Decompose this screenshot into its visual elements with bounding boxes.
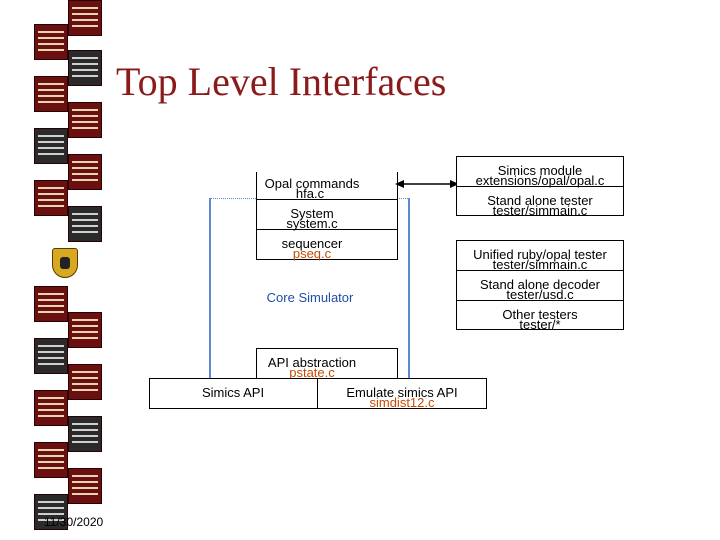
core-top-panel bbox=[256, 172, 398, 260]
other-testers-label: Other testers bbox=[502, 307, 578, 322]
simics-module-label: Simics module bbox=[497, 163, 583, 178]
simics-module-file: extensions/opal/opal.c bbox=[475, 173, 605, 188]
box-divider bbox=[456, 300, 624, 301]
system-file: system.c bbox=[286, 216, 338, 231]
frame-right-line bbox=[408, 198, 410, 378]
book-spine-icon bbox=[68, 154, 102, 190]
book-spine-icon bbox=[34, 24, 68, 60]
unified-tester-file: tester/simmain.c bbox=[492, 257, 588, 272]
core-divider bbox=[256, 199, 398, 200]
api-bar bbox=[149, 378, 487, 409]
book-spine-icon bbox=[68, 50, 102, 86]
unified-tester-label: Unified ruby/opal tester bbox=[473, 247, 607, 262]
frame-left-line bbox=[209, 198, 211, 378]
box-divider bbox=[456, 270, 624, 271]
book-spine-icon bbox=[68, 102, 102, 138]
api-bar-divider bbox=[317, 378, 318, 409]
stand-alone-decoder-file: tester/usd.c bbox=[506, 287, 574, 302]
core-simulator-label: Core Simulator bbox=[266, 290, 354, 305]
book-spine-icon bbox=[68, 0, 102, 36]
testers-box bbox=[456, 240, 624, 330]
book-spine-icon bbox=[68, 206, 102, 242]
box-divider bbox=[456, 186, 624, 187]
decorative-book-strip bbox=[28, 0, 106, 540]
book-spine-icon bbox=[68, 312, 102, 348]
stand-alone-decoder-label: Stand alone decoder bbox=[480, 277, 600, 292]
stand-alone-tester-label: Stand alone tester bbox=[487, 193, 593, 208]
book-spine-icon bbox=[34, 442, 68, 478]
api-abstraction-box bbox=[256, 348, 398, 379]
book-spine-icon bbox=[34, 286, 68, 322]
core-divider bbox=[256, 229, 398, 230]
api-abstraction-file: pstate.c bbox=[289, 365, 335, 380]
book-spine-icon bbox=[34, 494, 68, 530]
book-spine-icon bbox=[68, 364, 102, 400]
book-spine-icon bbox=[68, 416, 102, 452]
double-arrow-icon bbox=[395, 180, 459, 188]
api-abstraction-label: API abstraction bbox=[267, 355, 357, 370]
book-spine-icon bbox=[34, 76, 68, 112]
sequencer-label: sequencer bbox=[281, 236, 343, 251]
sequencer-file: pseq.c bbox=[292, 246, 332, 261]
simics-api-label: Simics API bbox=[201, 385, 265, 400]
emulate-simics-api-label: Emulate simics API bbox=[346, 385, 458, 400]
opal-commands-file: hfa.c bbox=[295, 186, 325, 201]
slide-title: Top Level Interfaces bbox=[116, 59, 447, 104]
opal-commands-label: Opal commands bbox=[264, 176, 360, 191]
slide-date: 11/30/2020 bbox=[44, 515, 104, 529]
book-spine-icon bbox=[34, 390, 68, 426]
book-spine-icon bbox=[34, 338, 68, 374]
other-testers-file: tester/* bbox=[519, 317, 561, 332]
system-label: System bbox=[290, 206, 334, 221]
stand-alone-tester-file: tester/simmain.c bbox=[492, 203, 588, 218]
book-spine-icon bbox=[34, 128, 68, 164]
book-spine-icon bbox=[34, 180, 68, 216]
emulate-simics-api-file: simdist12.c bbox=[369, 395, 435, 410]
crest-icon bbox=[52, 248, 78, 278]
book-spine-icon bbox=[68, 468, 102, 504]
